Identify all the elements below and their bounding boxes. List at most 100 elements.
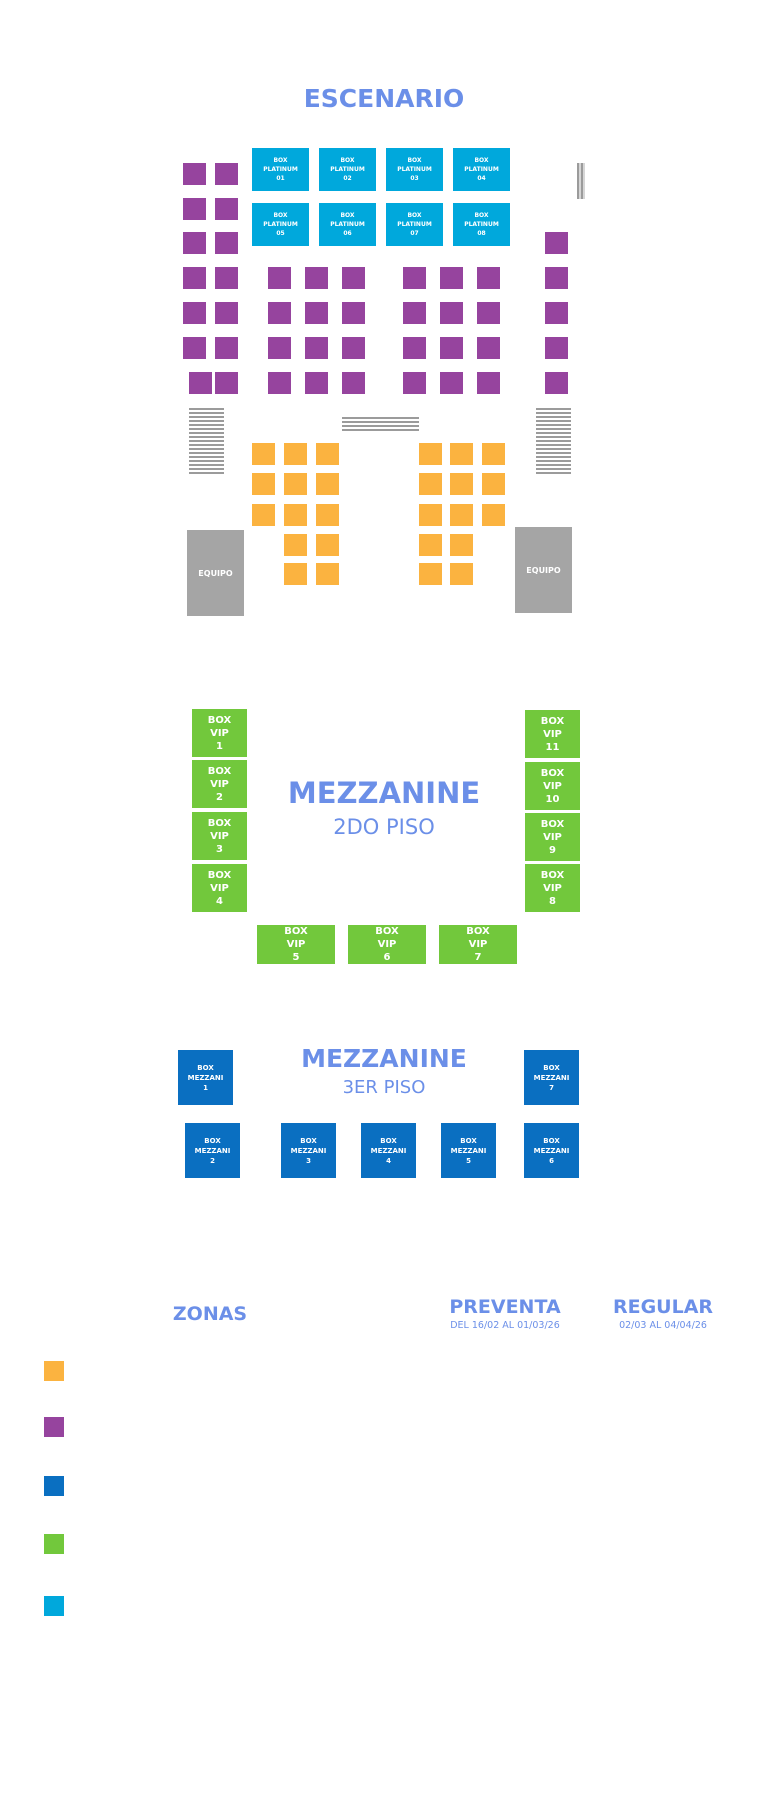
- box-platinum-03[interactable]: BOX PLATINUM 03: [386, 148, 443, 191]
- seat-purple[interactable]: [305, 337, 328, 359]
- box-platinum-01[interactable]: BOX PLATINUM 01: [252, 148, 309, 191]
- seat-purple[interactable]: [189, 372, 212, 394]
- seat-orange[interactable]: [450, 563, 473, 585]
- seat-purple[interactable]: [183, 198, 206, 220]
- seat-purple[interactable]: [268, 302, 291, 324]
- box-vip-7[interactable]: BOX VIP 7: [439, 925, 517, 964]
- seat-purple[interactable]: [215, 198, 238, 220]
- seat-orange[interactable]: [252, 504, 275, 526]
- box-mezzani-7[interactable]: BOX MEZZANI 7: [524, 1050, 579, 1105]
- seat-purple[interactable]: [183, 163, 206, 185]
- box-platinum-05[interactable]: BOX PLATINUM 05: [252, 203, 309, 246]
- seat-purple[interactable]: [545, 372, 568, 394]
- stage-title: ESCENARIO: [303, 84, 465, 113]
- box-mezzani-3[interactable]: BOX MEZZANI 3: [281, 1123, 336, 1178]
- box-mezzani-5[interactable]: BOX MEZZANI 5: [441, 1123, 496, 1178]
- seat-purple[interactable]: [477, 267, 500, 289]
- seat-orange[interactable]: [482, 443, 505, 465]
- seat-purple[interactable]: [183, 267, 206, 289]
- seat-orange[interactable]: [252, 443, 275, 465]
- seat-purple[interactable]: [440, 302, 463, 324]
- seat-purple[interactable]: [215, 302, 238, 324]
- seat-purple[interactable]: [545, 267, 568, 289]
- box-vip-2[interactable]: BOX VIP 2: [192, 760, 247, 808]
- seat-purple[interactable]: [440, 337, 463, 359]
- box-mezzani-6[interactable]: BOX MEZZANI 6: [524, 1123, 579, 1178]
- seat-orange[interactable]: [482, 473, 505, 495]
- seat-purple[interactable]: [440, 267, 463, 289]
- seat-purple[interactable]: [215, 267, 238, 289]
- box-number: 06: [343, 230, 352, 237]
- seat-purple[interactable]: [183, 337, 206, 359]
- seat-purple[interactable]: [305, 302, 328, 324]
- seat-orange[interactable]: [419, 563, 442, 585]
- seat-purple[interactable]: [215, 337, 238, 359]
- box-vip-3[interactable]: BOX VIP 3: [192, 812, 247, 860]
- seat-purple[interactable]: [183, 232, 206, 254]
- seat-purple[interactable]: [545, 302, 568, 324]
- seat-orange[interactable]: [316, 443, 339, 465]
- box-mezzani-4[interactable]: BOX MEZZANI 4: [361, 1123, 416, 1178]
- seat-purple[interactable]: [342, 337, 365, 359]
- seat-purple[interactable]: [545, 232, 568, 254]
- seat-purple[interactable]: [342, 302, 365, 324]
- seat-purple[interactable]: [545, 337, 568, 359]
- seat-purple[interactable]: [477, 302, 500, 324]
- box-vip-5[interactable]: BOX VIP 5: [257, 925, 335, 964]
- seat-orange[interactable]: [450, 534, 473, 556]
- seat-purple[interactable]: [403, 302, 426, 324]
- seat-orange[interactable]: [284, 534, 307, 556]
- seat-purple[interactable]: [268, 267, 291, 289]
- seat-purple[interactable]: [215, 163, 238, 185]
- seat-orange[interactable]: [316, 473, 339, 495]
- seat-orange[interactable]: [419, 473, 442, 495]
- seat-purple[interactable]: [305, 372, 328, 394]
- box-platinum-07[interactable]: BOX PLATINUM 07: [386, 203, 443, 246]
- box-vip-9[interactable]: BOX VIP 9: [525, 813, 580, 861]
- seat-purple[interactable]: [305, 267, 328, 289]
- box-number: 4: [386, 1156, 391, 1165]
- seat-purple[interactable]: [268, 372, 291, 394]
- seat-orange[interactable]: [284, 504, 307, 526]
- box-platinum-04[interactable]: BOX PLATINUM 04: [453, 148, 510, 191]
- box-platinum-02[interactable]: BOX PLATINUM 02: [319, 148, 376, 191]
- box-vip-8[interactable]: BOX VIP 8: [525, 864, 580, 912]
- seat-orange[interactable]: [316, 504, 339, 526]
- box-label: BOX: [380, 1136, 397, 1145]
- seat-purple[interactable]: [215, 372, 238, 394]
- box-vip-4[interactable]: BOX VIP 4: [192, 864, 247, 912]
- box-platinum-08[interactable]: BOX PLATINUM 08: [453, 203, 510, 246]
- seat-orange[interactable]: [450, 504, 473, 526]
- seat-orange[interactable]: [252, 473, 275, 495]
- seat-orange[interactable]: [284, 563, 307, 585]
- seat-orange[interactable]: [419, 534, 442, 556]
- seat-orange[interactable]: [482, 504, 505, 526]
- seat-purple[interactable]: [183, 302, 206, 324]
- seat-purple[interactable]: [477, 337, 500, 359]
- seat-purple[interactable]: [440, 372, 463, 394]
- seat-purple[interactable]: [403, 372, 426, 394]
- seat-purple[interactable]: [403, 337, 426, 359]
- box-vip-6[interactable]: BOX VIP 6: [348, 925, 426, 964]
- box-vip-10[interactable]: BOX VIP 10: [525, 762, 580, 810]
- box-mezzani-2[interactable]: BOX MEZZANI 2: [185, 1123, 240, 1178]
- seat-orange[interactable]: [284, 473, 307, 495]
- box-vip-11[interactable]: BOX VIP 11: [525, 710, 580, 758]
- seat-orange[interactable]: [450, 443, 473, 465]
- seat-orange[interactable]: [284, 443, 307, 465]
- box-vip-1[interactable]: BOX VIP 1: [192, 709, 247, 757]
- seat-orange[interactable]: [450, 473, 473, 495]
- seat-purple[interactable]: [215, 232, 238, 254]
- seat-orange[interactable]: [316, 534, 339, 556]
- seat-purple[interactable]: [342, 267, 365, 289]
- box-platinum-06[interactable]: BOX PLATINUM 06: [319, 203, 376, 246]
- seat-orange[interactable]: [419, 504, 442, 526]
- seat-purple[interactable]: [403, 267, 426, 289]
- box-mezzani-1[interactable]: BOX MEZZANI 1: [178, 1050, 233, 1105]
- seat-purple[interactable]: [268, 337, 291, 359]
- seat-orange[interactable]: [316, 563, 339, 585]
- legend-swatch-cyan: [44, 1596, 64, 1616]
- seat-orange[interactable]: [419, 443, 442, 465]
- seat-purple[interactable]: [342, 372, 365, 394]
- seat-purple[interactable]: [477, 372, 500, 394]
